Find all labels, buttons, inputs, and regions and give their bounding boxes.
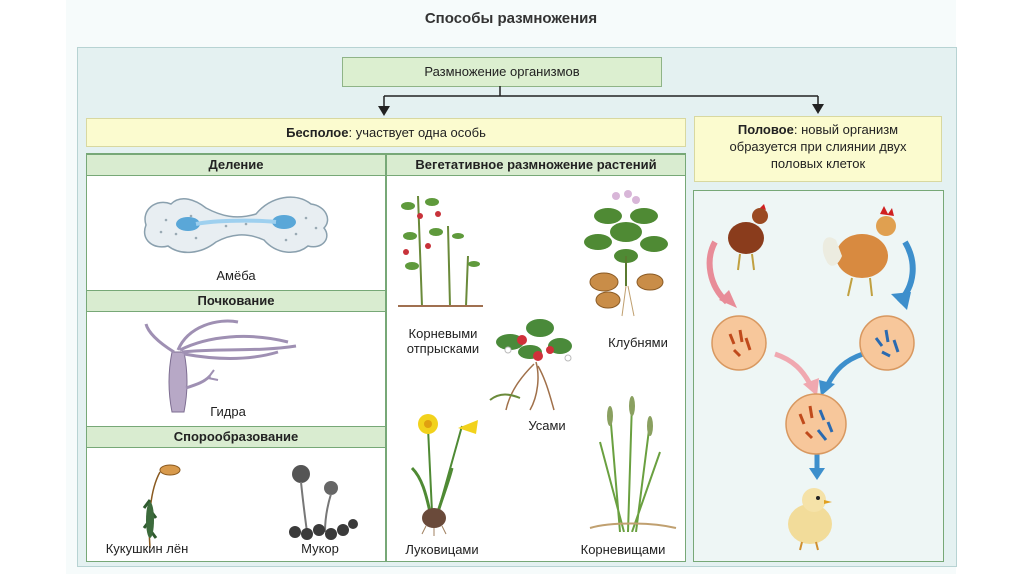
page-title: Способы размножения: [424, 10, 598, 27]
sexual-term: Половое: [737, 122, 794, 137]
vegetative-header: Вегетативное размножение растений: [386, 154, 686, 176]
raspberry-plant-icon: [398, 195, 483, 307]
couch-grass-icon: [589, 396, 677, 532]
sexual-desc: : новый организм образуется при слиянии …: [729, 122, 907, 171]
egg-cell-icon: [711, 315, 767, 371]
sperm-cell-icon: [859, 315, 915, 371]
mucor-label: Мукор: [301, 541, 339, 556]
asexual-term: Бесполое: [286, 125, 349, 140]
root-box: Размножение организмов: [342, 57, 662, 87]
amoeba-icon: [143, 196, 329, 254]
root-suckers-label: Корневыми отпрысками: [406, 326, 480, 356]
asexual-box: Бесполое: участвует одна особь: [86, 118, 686, 147]
spores-header: Спорообразование: [86, 426, 386, 448]
sexual-box: Половое: новый организм образуется при с…: [694, 116, 942, 182]
amoeba-label: Амёба: [216, 268, 256, 283]
hydra-icon: [144, 319, 297, 413]
runners-label: Усами: [528, 418, 566, 433]
strawberry-icon: [489, 319, 572, 411]
tubers-label: Клубнями: [608, 335, 668, 350]
fertilization-arrows: [706, 240, 916, 480]
rhizomes-label: Корневищами: [580, 542, 666, 557]
bulbs-label: Луковицами: [405, 542, 479, 557]
fission-header: Деление: [86, 154, 386, 176]
hydra-label: Гидра: [210, 404, 246, 419]
zygote-icon: [785, 393, 847, 455]
chick-icon: [788, 488, 832, 551]
moss-icon: [142, 464, 181, 549]
mucor-icon: [289, 465, 358, 540]
narcissus-icon: [410, 414, 478, 536]
budding-header: Почкование: [86, 290, 386, 312]
moss-label: Кукушкин лён: [105, 541, 189, 556]
asexual-desc: : участвует одна особь: [348, 125, 486, 140]
hen-icon: [728, 204, 768, 271]
rooster-icon: [822, 206, 896, 297]
potato-plant-icon: [584, 190, 668, 317]
